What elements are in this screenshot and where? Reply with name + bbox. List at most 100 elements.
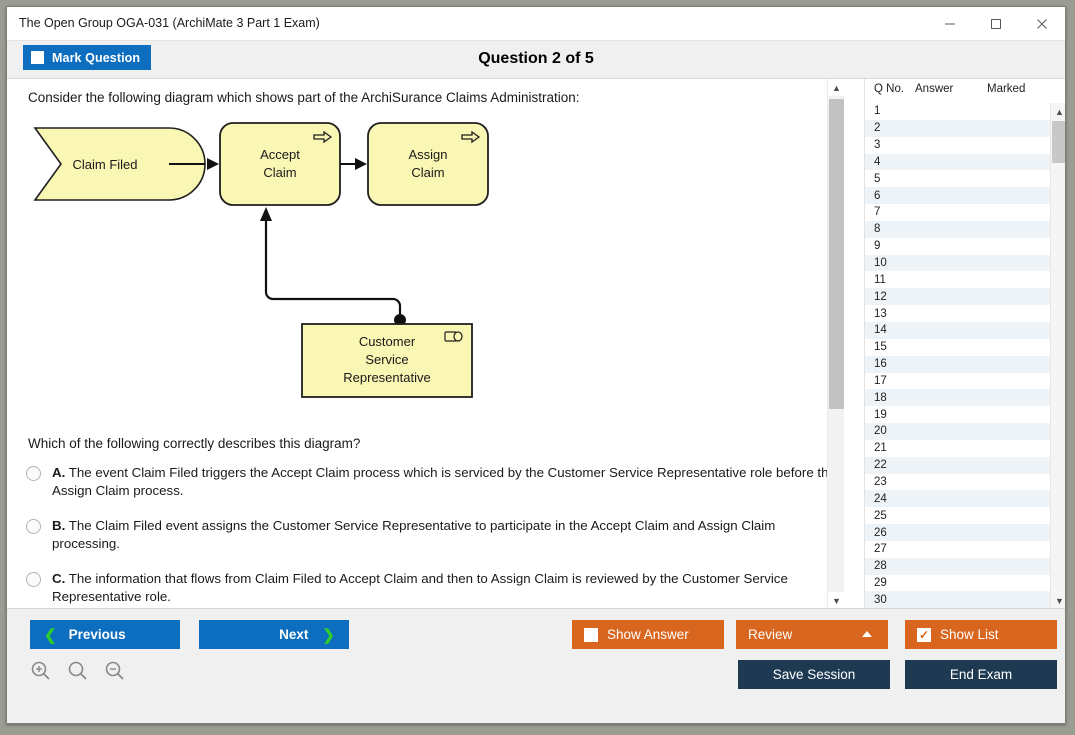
list-scroll-up-icon[interactable]: ▲: [1055, 106, 1064, 117]
list-item-number: 11: [874, 273, 886, 286]
diagram-connector-triggering-1: [169, 158, 219, 170]
question-stem: Consider the following diagram which sho…: [28, 90, 580, 105]
window-controls: [927, 7, 1065, 41]
list-item[interactable]: 11: [865, 271, 1051, 288]
maximize-icon[interactable]: [973, 7, 1019, 41]
option-c[interactable]: C. The information that flows from Claim…: [26, 570, 838, 606]
window-title: The Open Group OGA-031 (ArchiMate 3 Part…: [19, 16, 320, 30]
question-pane-scrollbar[interactable]: ▲ ▼: [827, 79, 844, 609]
list-item-number: 28: [874, 560, 887, 573]
list-item[interactable]: 30: [865, 591, 1051, 609]
list-item[interactable]: 10: [865, 254, 1051, 272]
list-item[interactable]: 7: [865, 204, 1051, 221]
scroll-down-icon[interactable]: ▼: [828, 592, 844, 609]
option-b[interactable]: B. The Claim Filed event assigns the Cus…: [26, 517, 838, 553]
list-item[interactable]: 13: [865, 305, 1051, 322]
diagram-node-claim-filed: Claim Filed: [33, 127, 206, 201]
show-answer-checkbox[interactable]: [584, 627, 598, 642]
list-item[interactable]: 27: [865, 541, 1051, 558]
zoom-reset-icon[interactable]: [66, 659, 90, 683]
mark-question-button[interactable]: Mark Question: [23, 45, 152, 70]
scroll-up-icon[interactable]: ▲: [828, 79, 844, 96]
show-list-checkbox[interactable]: ✓: [917, 627, 931, 642]
review-dropdown[interactable]: Review: [736, 620, 888, 649]
list-item[interactable]: 29: [865, 575, 1051, 592]
list-item[interactable]: 9: [865, 238, 1051, 255]
list-item-number: 26: [874, 526, 887, 539]
list-item-number: 20: [874, 425, 887, 438]
svg-text:Claim: Claim: [411, 165, 444, 180]
list-item[interactable]: 24: [865, 490, 1051, 508]
list-item[interactable]: 23: [865, 474, 1051, 491]
review-label: Review: [748, 627, 793, 642]
zoom-out-icon[interactable]: [103, 659, 127, 683]
list-item[interactable]: 26: [865, 524, 1051, 541]
list-item[interactable]: 17: [865, 373, 1051, 390]
show-list-button[interactable]: ✓ Show List: [905, 620, 1057, 649]
list-item[interactable]: 20: [865, 423, 1051, 440]
diagram-connector-assignment: [260, 207, 406, 326]
column-header-qno: Q No.: [874, 83, 905, 95]
question-list-scrollbar[interactable]: ▲ ▼: [1050, 103, 1065, 609]
list-scroll-down-icon[interactable]: ▼: [1055, 595, 1064, 606]
list-item[interactable]: 5: [865, 170, 1051, 187]
list-item[interactable]: 25: [865, 507, 1051, 524]
list-item-number: 19: [874, 408, 887, 421]
list-item[interactable]: 16: [865, 355, 1051, 373]
minimize-icon[interactable]: [927, 7, 973, 41]
diagram-label-customer-service-representative: Customer: [359, 334, 416, 349]
list-item[interactable]: 3: [865, 137, 1051, 154]
list-item-number: 30: [874, 593, 887, 606]
option-a-radio[interactable]: [26, 466, 41, 481]
list-item-number: 13: [874, 307, 887, 320]
close-icon[interactable]: [1019, 7, 1065, 41]
diagram-label-assign-claim: Assign: [408, 147, 447, 162]
list-item[interactable]: 4: [865, 153, 1051, 171]
list-item-number: 12: [874, 290, 887, 303]
previous-button[interactable]: ❮ Previous: [30, 620, 180, 649]
list-item[interactable]: 14: [865, 321, 1051, 339]
list-item-number: 17: [874, 374, 887, 387]
list-item[interactable]: 15: [865, 339, 1051, 356]
footer-toolbar: ❮ Previous Next ❯ Show Answer Review ✓ S…: [7, 608, 1065, 723]
list-item-number: 24: [874, 492, 887, 505]
list-item[interactable]: 8: [865, 220, 1051, 238]
list-item[interactable]: 12: [865, 288, 1051, 306]
list-item[interactable]: 19: [865, 406, 1051, 423]
option-a-letter: A.: [52, 465, 66, 480]
diagram-node-accept-claim: Accept Claim: [219, 122, 341, 206]
process-arrow-icon: [313, 130, 333, 144]
list-item-number: 3: [874, 139, 881, 152]
chevron-left-icon: ❮: [44, 626, 57, 644]
list-item-number: 2: [874, 122, 881, 135]
end-exam-label: End Exam: [949, 667, 1013, 682]
option-a[interactable]: A. The event Claim Filed triggers the Ac…: [26, 464, 838, 500]
scrollbar-thumb[interactable]: [829, 99, 844, 409]
list-item[interactable]: 18: [865, 389, 1051, 407]
list-item[interactable]: 28: [865, 557, 1051, 575]
list-item[interactable]: 6: [865, 187, 1051, 205]
option-b-radio[interactable]: [26, 519, 41, 534]
list-item-number: 10: [874, 257, 887, 270]
list-item[interactable]: 1: [865, 103, 1051, 120]
list-item[interactable]: 21: [865, 440, 1051, 457]
question-pane: Consider the following diagram which sho…: [7, 79, 844, 609]
end-exam-button[interactable]: End Exam: [905, 660, 1057, 689]
mark-question-label: Mark Question: [52, 50, 141, 65]
chevron-right-icon: ❯: [322, 626, 335, 644]
show-answer-button[interactable]: Show Answer: [572, 620, 724, 649]
mark-question-checkbox[interactable]: [31, 51, 44, 64]
list-scrollbar-thumb[interactable]: [1052, 121, 1065, 163]
diagram-label-accept-claim: Accept: [260, 147, 300, 162]
list-item[interactable]: 2: [865, 119, 1051, 137]
save-session-button[interactable]: Save Session: [738, 660, 890, 689]
zoom-in-icon[interactable]: [29, 659, 53, 683]
list-item-number: 14: [874, 324, 887, 337]
option-c-radio[interactable]: [26, 572, 41, 587]
list-item-number: 18: [874, 391, 887, 404]
list-item[interactable]: 22: [865, 456, 1051, 474]
next-button[interactable]: Next ❯: [199, 620, 349, 649]
list-item-number: 22: [874, 459, 887, 472]
option-b-text: The Claim Filed event assigns the Custom…: [52, 518, 776, 551]
